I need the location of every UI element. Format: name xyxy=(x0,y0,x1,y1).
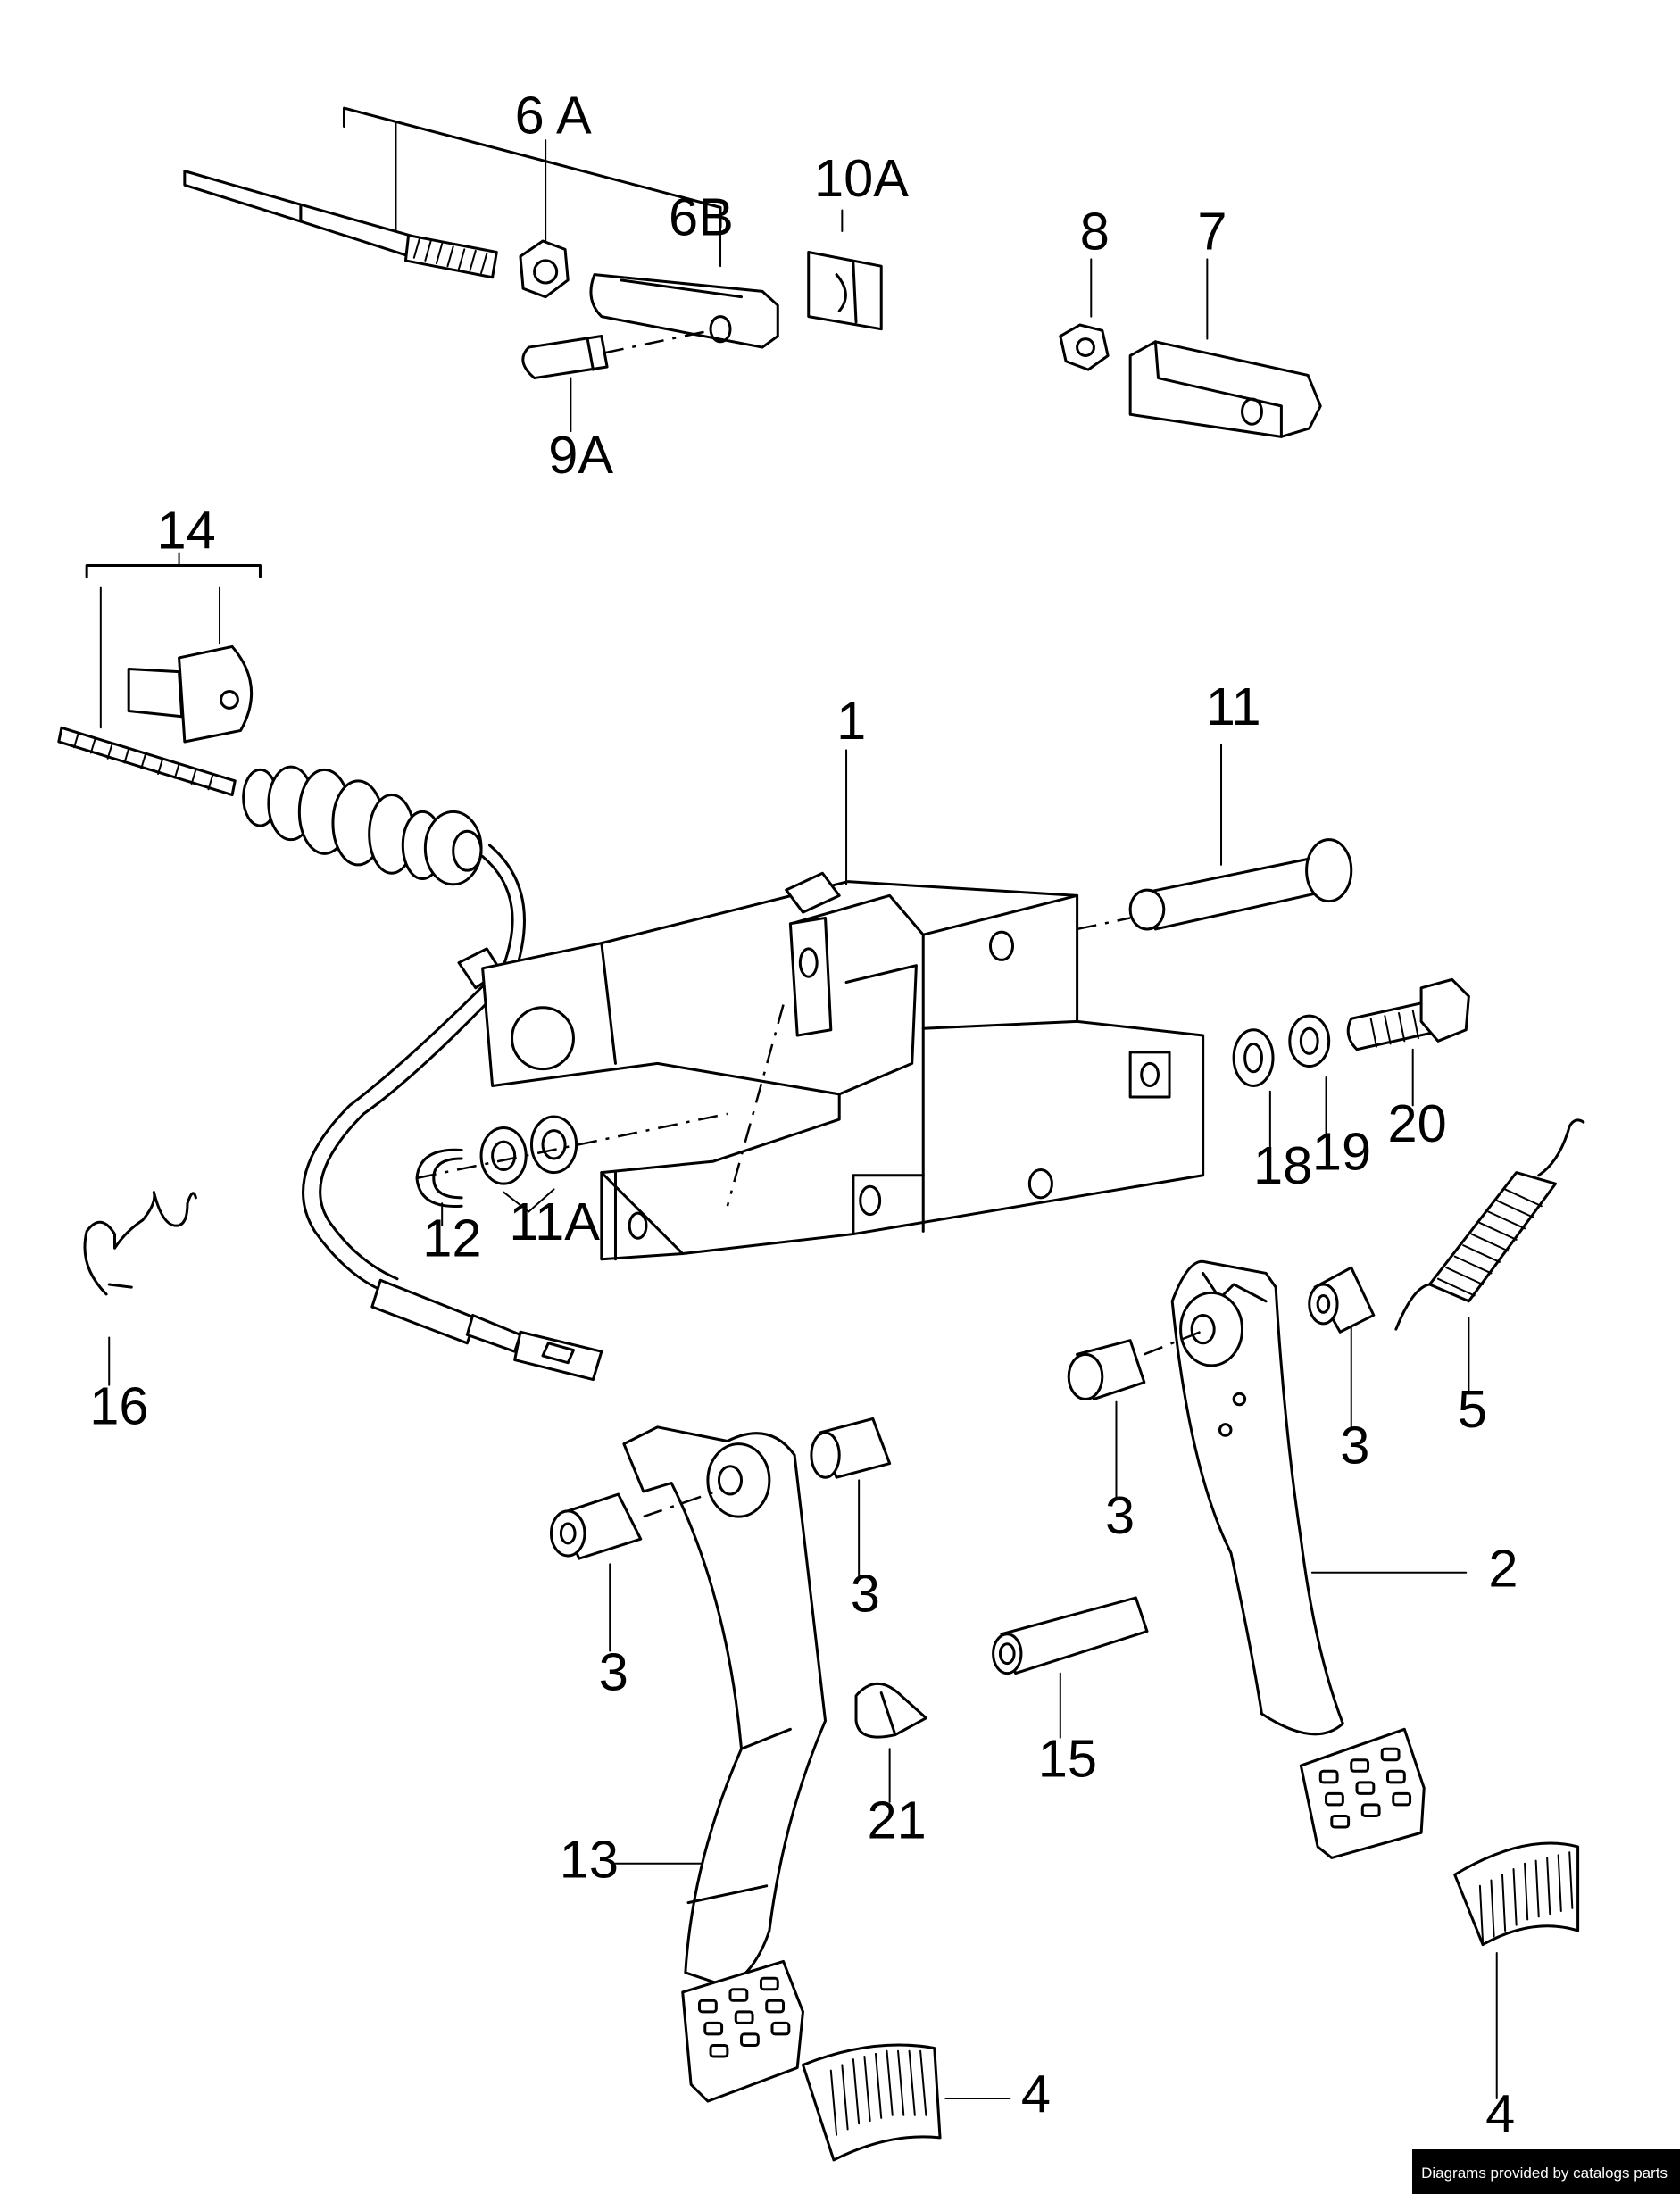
pedal-bracket-1 xyxy=(483,750,1203,1259)
label-20: 20 xyxy=(1387,1093,1446,1153)
label-10a: 10A xyxy=(814,148,909,208)
label-1: 1 xyxy=(836,691,866,751)
label-6b: 6B xyxy=(669,187,734,247)
clevis-assembly-6a xyxy=(185,108,881,431)
pedal-arm-2 xyxy=(1172,1261,1466,1857)
label-3-right-lower: 3 xyxy=(1105,1485,1135,1545)
sleeve-15 xyxy=(994,1598,1147,1738)
label-3-left-upper: 3 xyxy=(851,1564,880,1624)
label-6a: 6 A xyxy=(515,85,592,145)
washers-and-bolt xyxy=(1234,979,1468,1147)
label-4-right: 4 xyxy=(1485,2084,1515,2144)
callout-labels: 6 A 6B 10A 9A 8 7 14 1 11 18 19 20 12 11… xyxy=(89,85,1518,2143)
label-4-left: 4 xyxy=(1021,2065,1051,2124)
pedal-arm-13 xyxy=(615,1427,825,2101)
label-3-right-upper: 3 xyxy=(1340,1416,1369,1475)
label-21: 21 xyxy=(868,1791,927,1850)
bushing-3-left xyxy=(551,1418,889,1650)
label-2: 2 xyxy=(1488,1538,1518,1598)
return-spring-5 xyxy=(1396,1120,1584,1393)
credit-text: Diagrams provided by catalogs parts xyxy=(1421,2165,1668,2182)
label-15: 15 xyxy=(1038,1729,1097,1789)
credit-banner: Diagrams provided by catalogs parts xyxy=(1412,2149,1680,2194)
label-3-left-lower: 3 xyxy=(599,1641,628,1701)
clutch-cable-14 xyxy=(59,553,602,1379)
label-13: 13 xyxy=(560,1829,619,1889)
label-12: 12 xyxy=(422,1209,481,1268)
pivot-pin-11 xyxy=(1077,744,1351,929)
label-14: 14 xyxy=(157,501,216,561)
clip-12-washers-11a xyxy=(417,1114,728,1226)
label-11: 11 xyxy=(1206,677,1261,736)
pedal-pad-4-right xyxy=(1455,1843,1578,2098)
label-16: 16 xyxy=(89,1376,148,1436)
clevis-7-and-nut-8 xyxy=(1060,259,1320,436)
label-7: 7 xyxy=(1197,201,1227,261)
label-5: 5 xyxy=(1458,1379,1487,1439)
label-19: 19 xyxy=(1312,1121,1371,1181)
label-8: 8 xyxy=(1080,201,1110,261)
label-9a: 9A xyxy=(548,425,613,485)
return-spring-16 xyxy=(85,1193,195,1385)
label-11a: 11A xyxy=(509,1192,600,1251)
pedal-pad-4-left xyxy=(803,2045,1010,2160)
bushing-3-right xyxy=(1069,1267,1374,1500)
stop-21 xyxy=(856,1683,926,1801)
label-18: 18 xyxy=(1253,1135,1312,1195)
